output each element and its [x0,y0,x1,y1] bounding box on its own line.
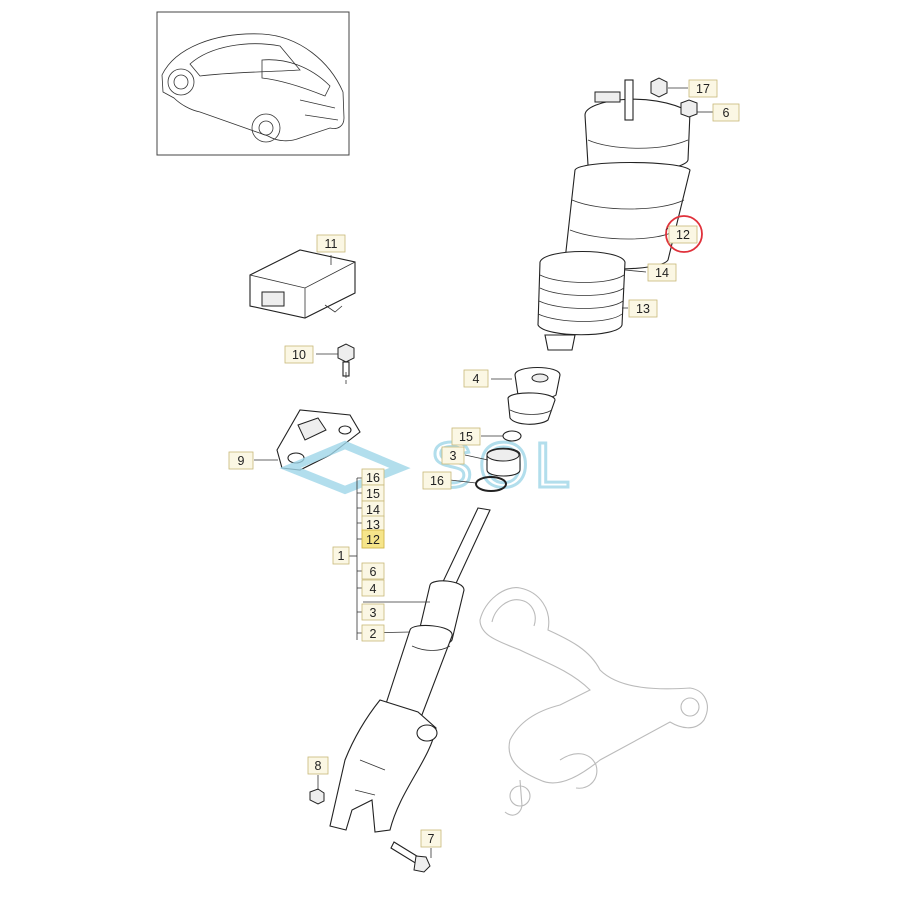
nut-8 [309,788,325,805]
svg-text:3: 3 [370,606,377,620]
svg-text:6: 6 [370,565,377,579]
nut-17 [650,77,668,98]
callout-14: 14 [647,263,677,282]
callout-3: 3 [441,446,465,465]
callout-12: 12 [668,225,698,244]
callout-4: 4 [463,369,489,388]
svg-text:11: 11 [325,237,338,251]
svg-text:13: 13 [366,518,380,532]
svg-text:15: 15 [366,487,380,501]
callout-9: 9 [228,451,254,470]
svg-text:12: 12 [676,228,690,242]
bump-stop [507,367,561,425]
svg-text:10: 10 [292,348,306,362]
control-module [249,249,356,319]
o-ring-16 [475,476,507,492]
callout-15: 15 [451,427,481,446]
svg-text:9: 9 [238,454,245,468]
callout-11: 11 [316,234,346,253]
callout-16: 16 [422,471,452,490]
bolt-10 [337,343,355,377]
svg-text:3: 3 [450,449,457,463]
svg-text:16: 16 [430,474,444,488]
bushing-3 [486,447,521,477]
highlight-ring [665,215,703,253]
svg-text:8: 8 [315,759,322,773]
svg-text:4: 4 [473,372,480,386]
callout-8: 8 [307,756,329,775]
lower-control-arm [479,587,708,816]
height-sensor-bracket [276,409,361,471]
svg-text:6: 6 [723,106,730,120]
assembly-bracket: 1 16 15 14 13 12 6 4 3 2 [332,468,385,642]
callout-6: 6 [712,103,740,122]
svg-text:7: 7 [428,832,435,846]
assembly-label: 1 [338,549,345,563]
callout-10: 10 [284,345,314,364]
leader-lines [254,87,713,858]
svg-text:13: 13 [636,302,650,316]
callout-7: 7 [420,829,442,848]
shock-absorber [329,507,491,833]
svg-text:4: 4 [370,582,377,596]
air-spring [537,79,691,351]
svg-text:2: 2 [370,627,377,641]
assembly-item-highlighted: 12 [366,533,380,547]
vehicle-thumbnail [156,11,350,156]
callout-13: 13 [628,299,658,318]
callout-17: 17 [688,79,718,98]
svg-text:14: 14 [655,266,669,280]
svg-text:14: 14 [366,503,380,517]
svg-text:17: 17 [696,82,710,96]
svg-text:16: 16 [366,471,380,485]
bolt-7 [390,841,431,873]
nut-6 [680,99,698,118]
svg-text:15: 15 [459,430,473,444]
washer-15 [502,430,522,442]
